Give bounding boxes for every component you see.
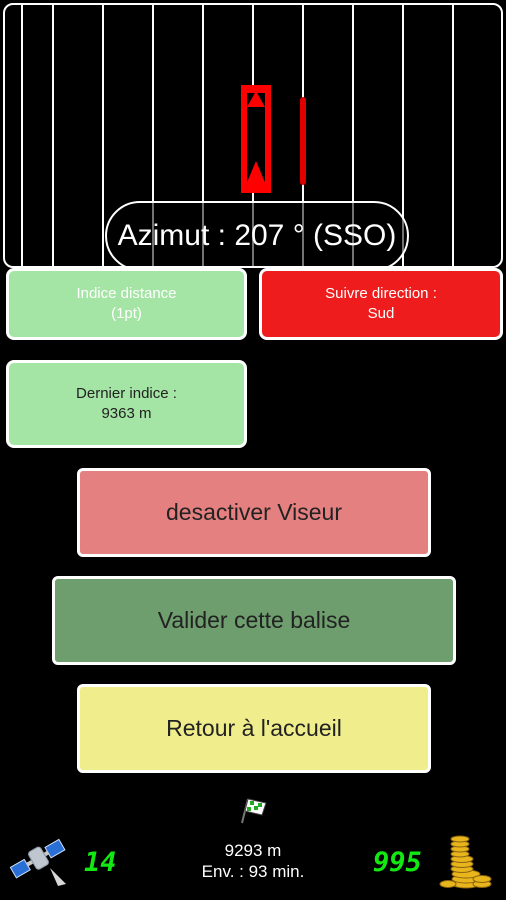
coin-count: 995: [373, 847, 422, 878]
checkered-flag-icon: [241, 798, 267, 824]
grid-line: [21, 5, 23, 266]
grid-line: [402, 5, 404, 266]
satellite-count: 14: [84, 847, 117, 878]
grid-line: [202, 5, 204, 266]
suivre-direction-value: Sud: [367, 305, 395, 322]
compass-marker: [241, 85, 271, 193]
suivre-direction-card[interactable]: Suivre direction : Sud: [259, 268, 503, 340]
arrow-up-icon: [245, 91, 267, 187]
grid-line: [52, 5, 54, 266]
valider-balise-button[interactable]: Valider cette balise: [52, 576, 456, 665]
indice-distance-card[interactable]: Indice distance (1pt): [6, 268, 247, 340]
dernier-indice-card[interactable]: Dernier indice : 9363 m: [6, 360, 247, 448]
coins-icon: [439, 835, 492, 889]
desactiver-viseur-button[interactable]: desactiver Viseur: [77, 468, 431, 557]
distance-to-target: 9293 m: [224, 841, 282, 860]
viewfinder: Azimut : 207 ° (SSO): [3, 3, 503, 268]
dernier-indice-value: 9363 m: [101, 405, 152, 422]
retour-accueil-button[interactable]: Retour à l'accueil: [77, 684, 431, 773]
satellite-icon[interactable]: [6, 830, 72, 888]
azimut-readout: Azimut : 207 ° (SSO): [105, 201, 409, 266]
estimated-time: Env. : 93 min.: [201, 862, 305, 881]
suivre-direction-label: Suivre direction :: [325, 285, 437, 302]
indice-distance-points: (1pt): [111, 305, 142, 322]
direction-needle: [300, 97, 306, 185]
grid-line: [152, 5, 154, 266]
grid-line: [102, 5, 104, 266]
indice-distance-label: Indice distance: [76, 285, 177, 302]
grid-line: [452, 5, 454, 266]
dernier-indice-label: Dernier indice :: [76, 385, 177, 402]
grid-line: [352, 5, 354, 266]
